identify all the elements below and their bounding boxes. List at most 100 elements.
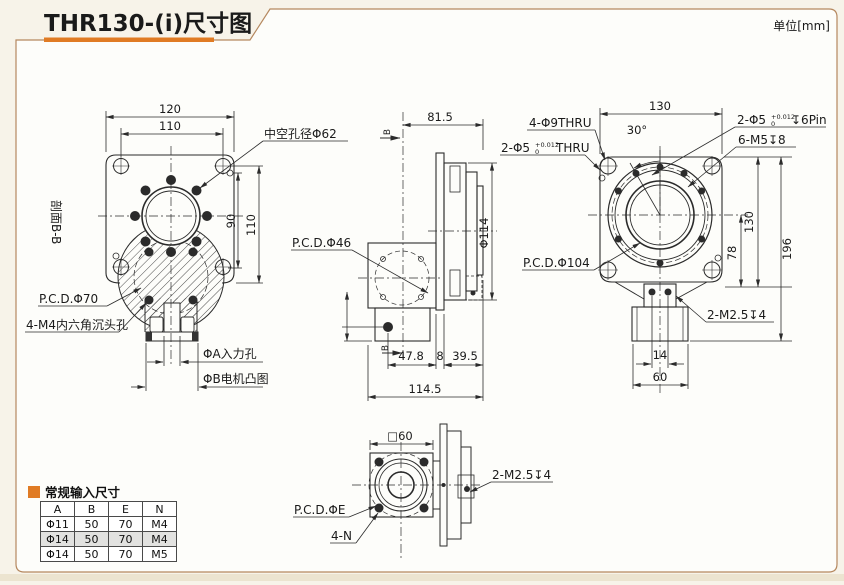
svg-text:60: 60: [653, 370, 668, 384]
table-row: Φ11 50 70 M4: [40, 516, 177, 532]
table-title: 常规输入尺寸: [28, 482, 120, 501]
side-pcd-circle: [374, 250, 430, 306]
svg-text:4-Φ9THRU: 4-Φ9THRU: [529, 116, 592, 130]
cell: 70: [108, 546, 143, 562]
side-pcd-label: P.C.D.Φ46: [291, 236, 429, 294]
front-centerlines: [98, 146, 245, 366]
front-view: 剖面B-B: [25, 102, 348, 391]
svg-text:Φ114: Φ114: [477, 217, 491, 248]
side-view: B B 81.5 Φ114 P.C.D.Φ46: [291, 110, 497, 401]
svg-text:+0.012: +0.012: [535, 141, 559, 149]
bottom-corner-screws: [374, 457, 429, 513]
svg-text:中空孔径Φ62: 中空孔径Φ62: [264, 126, 337, 141]
table-title-text: 常规输入尺寸: [45, 485, 121, 500]
spec-table: A B E N Φ11 50 70 M4 Φ14 50 70 M4 Φ14 50…: [40, 501, 177, 562]
svg-text:130: 130: [649, 99, 671, 113]
back-thru5-label: 2-Φ5 +0.012 0 THRU: [500, 141, 601, 171]
back-housing: [631, 283, 689, 342]
svg-text:110: 110: [159, 119, 181, 133]
front-pcd-label: P.C.D.Φ70: [38, 287, 142, 307]
svg-text:P.C.D.Φ46: P.C.D.Φ46: [292, 236, 351, 250]
side-dim-815: 81.5: [402, 110, 484, 150]
cell: Φ14: [40, 546, 75, 562]
svg-text:2-M2.5↧4: 2-M2.5↧4: [492, 468, 551, 482]
cell: 50: [74, 531, 109, 547]
svg-text:110: 110: [244, 214, 258, 236]
svg-text:8: 8: [436, 349, 443, 363]
front-bore-label: 中空孔径Φ62: [199, 126, 348, 189]
table-header-row: A B E N: [40, 501, 177, 517]
svg-text:196: 196: [780, 238, 794, 260]
svg-text:↧6Pin: ↧6Pin: [791, 113, 827, 127]
svg-text:+0.012: +0.012: [771, 113, 795, 121]
svg-text:81.5: 81.5: [427, 110, 453, 124]
bottom-n-label: 4-N: [330, 512, 379, 544]
back-thru9-label: 4-Φ9THRU: [527, 116, 606, 161]
front-dim-input: ΦA入力孔: [147, 336, 263, 366]
bottom-circles: [368, 452, 434, 518]
page-title: THR130-(i)尺寸图: [44, 11, 252, 37]
svg-text:2-M2.5↧4: 2-M2.5↧4: [707, 308, 766, 322]
bottom-dim-60: □60: [369, 429, 434, 450]
svg-text:47.8: 47.8: [398, 349, 424, 363]
svg-text:2-Φ5: 2-Φ5: [501, 141, 530, 155]
col-header: N: [142, 501, 177, 517]
svg-text:4-M4内六角沉头孔: 4-M4内六角沉头孔: [26, 318, 128, 332]
side-section-arrow-top: B: [380, 129, 401, 141]
svg-text:B: B: [381, 345, 391, 351]
front-dim-110-top: 110: [120, 119, 224, 157]
cell: 50: [74, 516, 109, 532]
title-underline: [44, 37, 214, 42]
side-centerlines: [358, 112, 497, 362]
bottom-m25-label: 2-M2.5↧4: [469, 468, 553, 493]
back-m25-label: 2-M2.5↧4: [675, 295, 774, 323]
svg-text:90: 90: [224, 214, 238, 229]
back-bolt-holes: [614, 163, 706, 267]
section-label: 剖面B-B: [49, 200, 63, 244]
side-screw: [342, 291, 393, 342]
back-dims-right: 78 130 196: [690, 156, 794, 342]
table-row: Φ14 50 70 M5: [40, 546, 177, 562]
side-section-arrow-bottom: B: [381, 345, 403, 356]
table-row: Φ14 50 70 M4: [40, 531, 177, 547]
svg-text:ΦB电机凸图: ΦB电机凸图: [203, 372, 269, 386]
front-counterbore-label: 4-M4内六角沉头孔: [25, 302, 147, 333]
svg-text:130: 130: [742, 211, 756, 233]
side-dims-bottom: 47.8 8 39.5 114.5: [367, 280, 484, 401]
front-plate: [105, 154, 235, 284]
bottom-pcd-label: P.C.D.ΦE: [293, 503, 377, 518]
back-angle-30: 30°: [627, 123, 661, 216]
back-dim-130-top: 130: [599, 99, 723, 154]
side-dim-dia114: Φ114: [468, 162, 497, 301]
cell: 50: [74, 546, 109, 562]
bottom-flange-stack: [433, 423, 475, 547]
cell: M4: [142, 516, 177, 532]
col-header: A: [40, 501, 75, 517]
svg-text:4-N: 4-N: [331, 529, 352, 543]
svg-text:THRU: THRU: [555, 141, 589, 155]
svg-text:P.C.D.Φ70: P.C.D.Φ70: [39, 292, 98, 306]
svg-text:0: 0: [535, 148, 539, 156]
back-dims-bottom: 14 60: [632, 296, 689, 389]
bottom-centerlines: [352, 442, 482, 558]
cell: M5: [142, 546, 177, 562]
col-header: E: [108, 501, 143, 517]
back-m5-label: 6-M5↧8: [687, 133, 796, 188]
front-dim-110-right: 110: [231, 165, 263, 284]
back-pin-label: 2-Φ5 +0.012 0 ↧6Pin: [651, 113, 827, 176]
svg-text:120: 120: [159, 102, 181, 116]
unit-label: 单位[mm]: [773, 18, 830, 33]
cell: Φ14: [40, 531, 75, 547]
svg-text:B: B: [383, 129, 393, 135]
svg-text:□60: □60: [387, 429, 413, 443]
svg-text:78: 78: [725, 246, 739, 261]
svg-text:ΦA入力孔: ΦA入力孔: [203, 347, 257, 361]
col-header: B: [74, 501, 109, 517]
front-dim-90: 90: [224, 172, 242, 269]
svg-text:14: 14: [653, 348, 668, 362]
svg-text:114.5: 114.5: [409, 382, 442, 396]
side-body: [367, 152, 484, 342]
svg-text:6-M5↧8: 6-M5↧8: [738, 133, 786, 147]
cell: Φ11: [40, 516, 75, 532]
